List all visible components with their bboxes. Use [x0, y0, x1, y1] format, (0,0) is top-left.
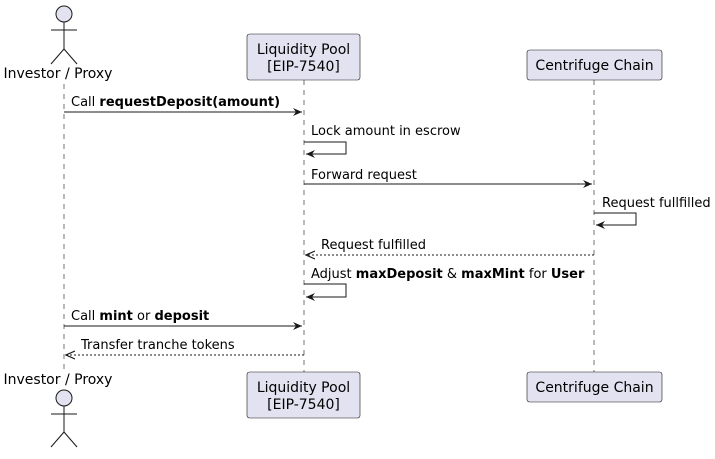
participant-pool-label-line1: Liquidity Pool: [257, 380, 350, 396]
participant-chain-bottom: Centrifuge Chain: [526, 371, 663, 403]
participant-pool-bottom: Liquidity Pool [EIP-7540]: [246, 371, 361, 419]
message-lock-escrow: Lock amount in escrow: [304, 124, 461, 158]
message-request-deposit: Call requestDeposit(amount): [64, 95, 302, 116]
message-label: Forward request: [311, 168, 417, 183]
participant-pool-top: Liquidity Pool [EIP-7540]: [246, 33, 361, 81]
message-label: Adjust maxDeposit & maxMint for User: [311, 267, 585, 282]
message-adjust-limits: Adjust maxDeposit & maxMint for User: [304, 267, 585, 301]
message-request-fullfilled-self: Request fullfilled: [594, 196, 711, 229]
participant-chain-label: Centrifuge Chain: [535, 380, 653, 396]
message-label: Request fulfilled: [321, 238, 426, 253]
actor-icon: [50, 389, 78, 448]
participant-chain-top: Centrifuge Chain: [526, 49, 663, 81]
message-forward-request: Forward request: [304, 168, 592, 188]
participant-chain-label: Centrifuge Chain: [535, 58, 653, 74]
message-label: Call requestDeposit(amount): [71, 95, 280, 110]
participant-pool-label-line2: [EIP-7540]: [267, 59, 340, 75]
actor-icon: [50, 5, 78, 65]
participant-pool-label-line2: [EIP-7540]: [267, 397, 340, 413]
message-label: Transfer tranche tokens: [80, 338, 235, 353]
actor-investor-top: Investor / Proxy: [4, 5, 113, 82]
message-label: Lock amount in escrow: [311, 124, 461, 139]
actor-investor-bottom: Investor / Proxy: [4, 372, 113, 448]
message-request-fulfilled-return: Request fulfilled: [306, 238, 594, 255]
actor-label: Investor / Proxy: [4, 372, 113, 388]
message-call-mint-or-deposit: Call mint or deposit: [64, 309, 302, 330]
participant-pool-label-line1: Liquidity Pool: [257, 42, 350, 58]
actor-label: Investor / Proxy: [4, 66, 113, 82]
message-label: Call mint or deposit: [71, 309, 209, 324]
message-transfer-tranche-tokens: Transfer tranche tokens: [66, 338, 304, 355]
message-label: Request fullfilled: [602, 196, 711, 211]
